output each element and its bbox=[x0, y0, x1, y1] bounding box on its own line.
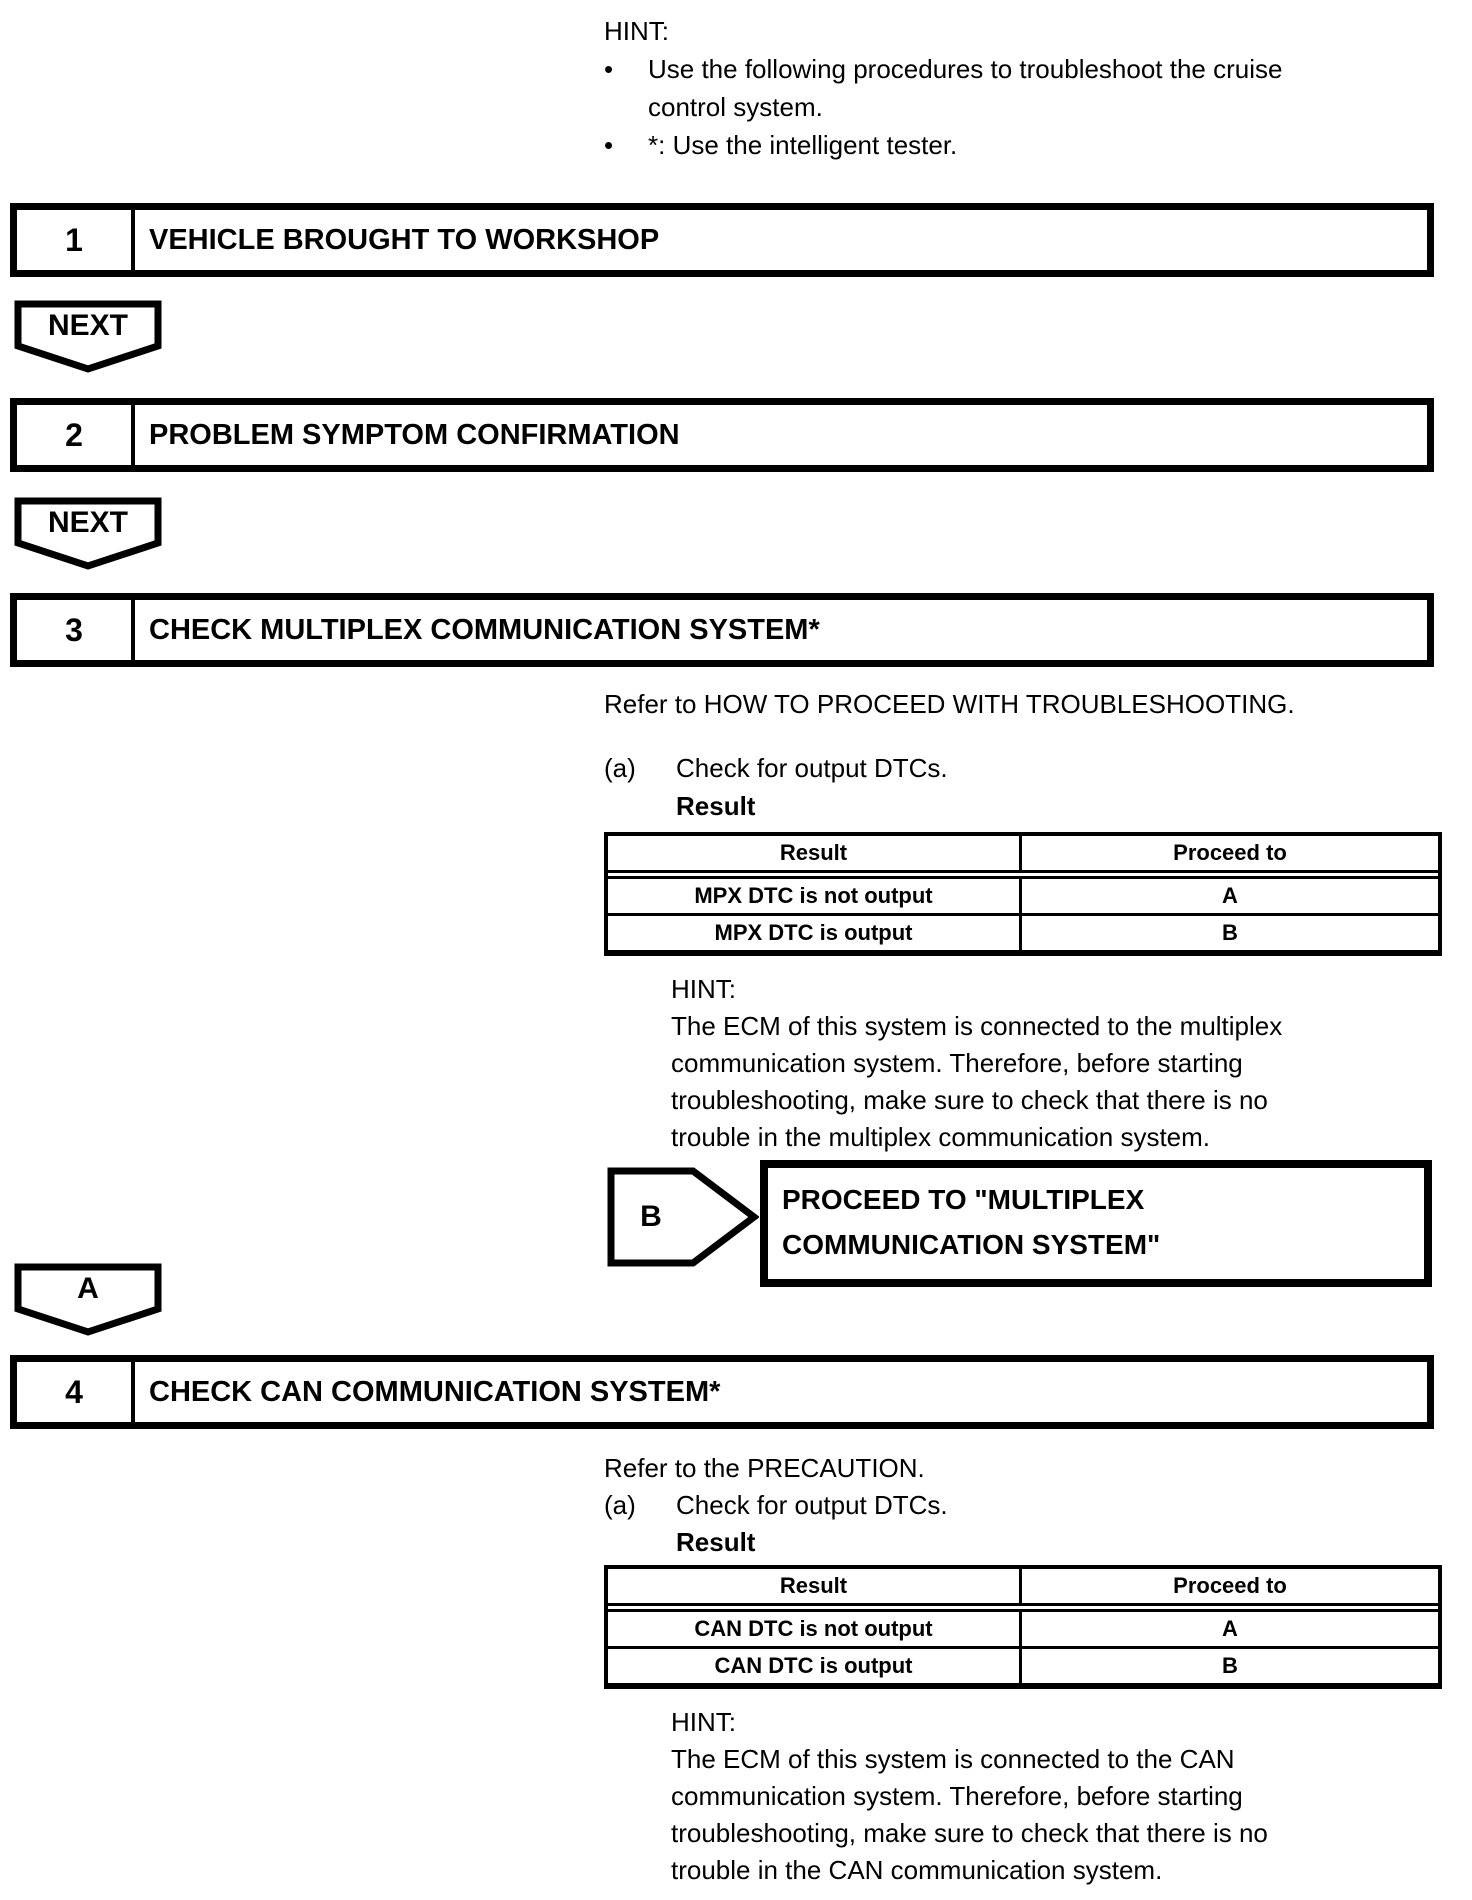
table-header-proceed-to: Proceed to bbox=[1173, 840, 1287, 865]
substep-text: Check for output DTCs. bbox=[676, 753, 948, 783]
substep-marker: (a) bbox=[604, 753, 636, 783]
step-title: PROBLEM SYMPTOM CONFIRMATION bbox=[149, 418, 680, 451]
hint-line: trouble in the multiplex communication s… bbox=[671, 1122, 1211, 1152]
substep-a: (a) Check for output DTCs. bbox=[604, 750, 948, 786]
refer-line: Refer to the PRECAUTION. bbox=[604, 1453, 925, 1483]
table-header-row: Result Proceed to bbox=[608, 836, 1438, 879]
step-number: 4 bbox=[17, 1362, 135, 1422]
next-banner-label: NEXT bbox=[47, 506, 128, 539]
next-banner-2: NEXT bbox=[14, 497, 162, 571]
table-row: CAN DTC is not output A bbox=[608, 1612, 1438, 1646]
table-cell-proceed: A bbox=[1222, 883, 1238, 908]
step-box-1: 1 VEHICLE BROUGHT TO WORKSHOP bbox=[10, 203, 1434, 277]
result-heading: Result bbox=[676, 791, 756, 821]
hint-bullet-item: • Use the following procedures to troubl… bbox=[604, 50, 1424, 126]
hint-line: The ECM of this system is connected to t… bbox=[671, 1744, 1235, 1774]
substep-text: Check for output DTCs. bbox=[676, 1490, 948, 1520]
table-header-row: Result Proceed to bbox=[608, 1569, 1438, 1612]
down-banner-shape-icon bbox=[14, 300, 162, 373]
branch-a-label: A bbox=[77, 1272, 99, 1305]
table-row: MPX DTC is output B bbox=[608, 913, 1438, 950]
hint-line: trouble in the CAN communication system. bbox=[671, 1855, 1163, 1885]
table-row: MPX DTC is not output A bbox=[608, 879, 1438, 913]
section4-hint: HINT: The ECM of this system is connecte… bbox=[671, 1704, 1431, 1889]
result-table-can: Result Proceed to CAN DTC is not output … bbox=[604, 1565, 1442, 1689]
hint-bullet-item: • *: Use the intelligent tester. bbox=[604, 126, 1424, 164]
right-arrow-shape-icon bbox=[607, 1167, 759, 1267]
table-cell-proceed: B bbox=[1222, 1653, 1238, 1678]
bullet-icon: • bbox=[604, 130, 614, 160]
bullet-icon: • bbox=[604, 54, 614, 84]
table-header-result: Result bbox=[608, 836, 1022, 870]
top-hint-block: HINT: • Use the following procedures to … bbox=[604, 12, 1424, 164]
bullet-text: Use the following procedures to troubles… bbox=[648, 54, 1283, 122]
hint-label: HINT: bbox=[671, 1707, 736, 1737]
table-header-result: Result bbox=[608, 1569, 1022, 1603]
substep-a: (a) Check for output DTCs. bbox=[604, 1487, 948, 1523]
branch-b-arrow: B bbox=[607, 1167, 759, 1267]
result-heading: Result bbox=[676, 1527, 756, 1557]
step-box-3: 3 CHECK MULTIPLEX COMMUNICATION SYSTEM* bbox=[10, 593, 1434, 667]
bullet-text: *: Use the intelligent tester. bbox=[648, 130, 958, 160]
hint-line: troubleshooting, make sure to check that… bbox=[671, 1818, 1268, 1848]
table-cell-result: MPX DTC is output bbox=[608, 916, 1022, 950]
down-banner-shape-icon bbox=[14, 1263, 162, 1336]
step-title: CHECK CAN COMMUNICATION SYSTEM* bbox=[149, 1375, 721, 1408]
hint-label: HINT: bbox=[671, 974, 736, 1004]
next-banner-label: NEXT bbox=[47, 309, 128, 342]
refer-line: Refer to HOW TO PROCEED WITH TROUBLESHOO… bbox=[604, 689, 1295, 719]
table-cell-proceed: B bbox=[1222, 920, 1238, 945]
hint-line: communication system. Therefore, before … bbox=[671, 1048, 1243, 1078]
step-number: 1 bbox=[17, 210, 135, 270]
proceed-line: PROCEED TO "MULTIPLEX bbox=[782, 1184, 1145, 1215]
substep-marker: (a) bbox=[604, 1490, 636, 1520]
next-banner-1: NEXT bbox=[14, 300, 162, 374]
table-cell-result: CAN DTC is not output bbox=[608, 1612, 1022, 1646]
hint-line: The ECM of this system is connected to t… bbox=[671, 1011, 1283, 1041]
down-banner-shape-icon bbox=[14, 497, 162, 570]
proceed-box: PROCEED TO "MULTIPLEX COMMUNICATION SYST… bbox=[760, 1160, 1432, 1287]
step-number: 2 bbox=[17, 405, 135, 465]
result-table-mpx: Result Proceed to MPX DTC is not output … bbox=[604, 832, 1442, 956]
step-number: 3 bbox=[17, 600, 135, 660]
proceed-line: COMMUNICATION SYSTEM" bbox=[782, 1229, 1161, 1260]
table-header-proceed-to: Proceed to bbox=[1173, 1573, 1287, 1598]
step-box-2: 2 PROBLEM SYMPTOM CONFIRMATION bbox=[10, 398, 1434, 472]
table-cell-result: MPX DTC is not output bbox=[608, 879, 1022, 913]
hint-line: communication system. Therefore, before … bbox=[671, 1781, 1243, 1811]
step-box-4: 4 CHECK CAN COMMUNICATION SYSTEM* bbox=[10, 1355, 1434, 1429]
table-cell-result: CAN DTC is output bbox=[608, 1649, 1022, 1683]
table-row: CAN DTC is output B bbox=[608, 1646, 1438, 1683]
hint-line: troubleshooting, make sure to check that… bbox=[671, 1085, 1268, 1115]
hint-label: HINT: bbox=[604, 16, 669, 46]
table-cell-proceed: A bbox=[1222, 1616, 1238, 1641]
branch-b-label: B bbox=[640, 1200, 662, 1233]
step-title: CHECK MULTIPLEX COMMUNICATION SYSTEM* bbox=[149, 613, 820, 646]
step-title: VEHICLE BROUGHT TO WORKSHOP bbox=[149, 223, 660, 256]
branch-a-banner: A bbox=[14, 1263, 162, 1337]
section3-hint: HINT: The ECM of this system is connecte… bbox=[671, 971, 1431, 1156]
